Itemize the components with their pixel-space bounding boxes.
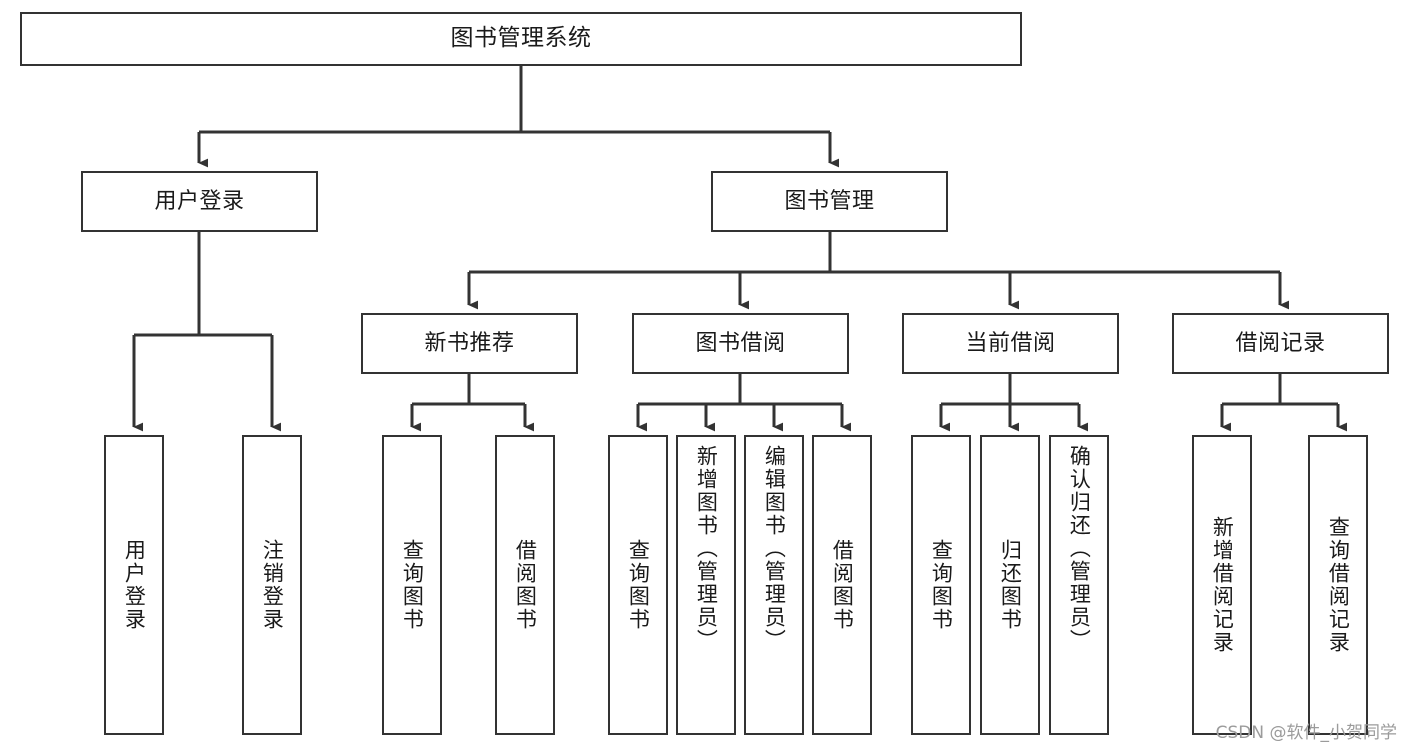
node-leaf-borrow-query-book[interactable]: 查询图书	[608, 435, 668, 735]
node-leaf-recommend-query-book[interactable]: 查询图书	[382, 435, 442, 735]
node-leaf-confirm-return-label: 确认归还（管理员）	[1067, 445, 1092, 652]
node-current-borrow[interactable]: 当前借阅	[902, 313, 1119, 374]
node-leaf-recommend-query-book-label: 查询图书	[400, 539, 425, 631]
node-leaf-borrow-query-book-label: 查询图书	[626, 539, 651, 631]
node-new-book-recommendation[interactable]: 新书推荐	[361, 313, 578, 374]
node-leaf-user-login-label: 用户登录	[122, 539, 147, 631]
node-leaf-add-book-label: 新增图书（管理员）	[694, 445, 719, 652]
node-new-book-recommendation-label: 新书推荐	[424, 330, 515, 356]
node-borrow-record-label: 借阅记录	[1235, 330, 1326, 356]
node-leaf-logout[interactable]: 注销登录	[242, 435, 302, 735]
node-book-manage-label: 图书管理	[784, 188, 875, 214]
node-leaf-recommend-borrow-book-label: 借阅图书	[513, 539, 538, 631]
node-leaf-edit-book[interactable]: 编辑图书（管理员）	[744, 435, 804, 735]
node-leaf-borrow-book[interactable]: 借阅图书	[812, 435, 872, 735]
node-leaf-add-book[interactable]: 新增图书（管理员）	[676, 435, 736, 735]
node-root-label: 图书管理系统	[450, 25, 592, 52]
node-leaf-add-borrow-record[interactable]: 新增借阅记录	[1192, 435, 1252, 735]
node-leaf-add-borrow-record-label: 新增借阅记录	[1210, 516, 1235, 654]
node-leaf-return-book[interactable]: 归还图书	[980, 435, 1040, 735]
watermark-text: CSDN @软件_小贺同学	[1215, 723, 1397, 743]
node-user-login[interactable]: 用户登录	[81, 171, 318, 232]
node-leaf-return-book-label: 归还图书	[998, 539, 1023, 631]
node-leaf-borrow-book-label: 借阅图书	[830, 539, 855, 631]
node-root[interactable]: 图书管理系统	[20, 12, 1022, 66]
node-leaf-confirm-return[interactable]: 确认归还（管理员）	[1049, 435, 1109, 735]
node-leaf-edit-book-label: 编辑图书（管理员）	[762, 445, 787, 652]
node-leaf-recommend-borrow-book[interactable]: 借阅图书	[495, 435, 555, 735]
node-book-borrow[interactable]: 图书借阅	[632, 313, 849, 374]
node-current-borrow-label: 当前借阅	[965, 330, 1056, 356]
node-user-login-label: 用户登录	[154, 188, 245, 214]
node-book-borrow-label: 图书借阅	[695, 330, 786, 356]
node-leaf-logout-label: 注销登录	[260, 539, 285, 631]
node-leaf-query-borrow-record-label: 查询借阅记录	[1326, 516, 1351, 654]
node-leaf-query-borrow-record[interactable]: 查询借阅记录	[1308, 435, 1368, 735]
node-book-manage[interactable]: 图书管理	[711, 171, 948, 232]
node-borrow-record[interactable]: 借阅记录	[1172, 313, 1389, 374]
node-leaf-current-query-book[interactable]: 查询图书	[911, 435, 971, 735]
node-leaf-current-query-book-label: 查询图书	[929, 539, 954, 631]
node-leaf-user-login[interactable]: 用户登录	[104, 435, 164, 735]
